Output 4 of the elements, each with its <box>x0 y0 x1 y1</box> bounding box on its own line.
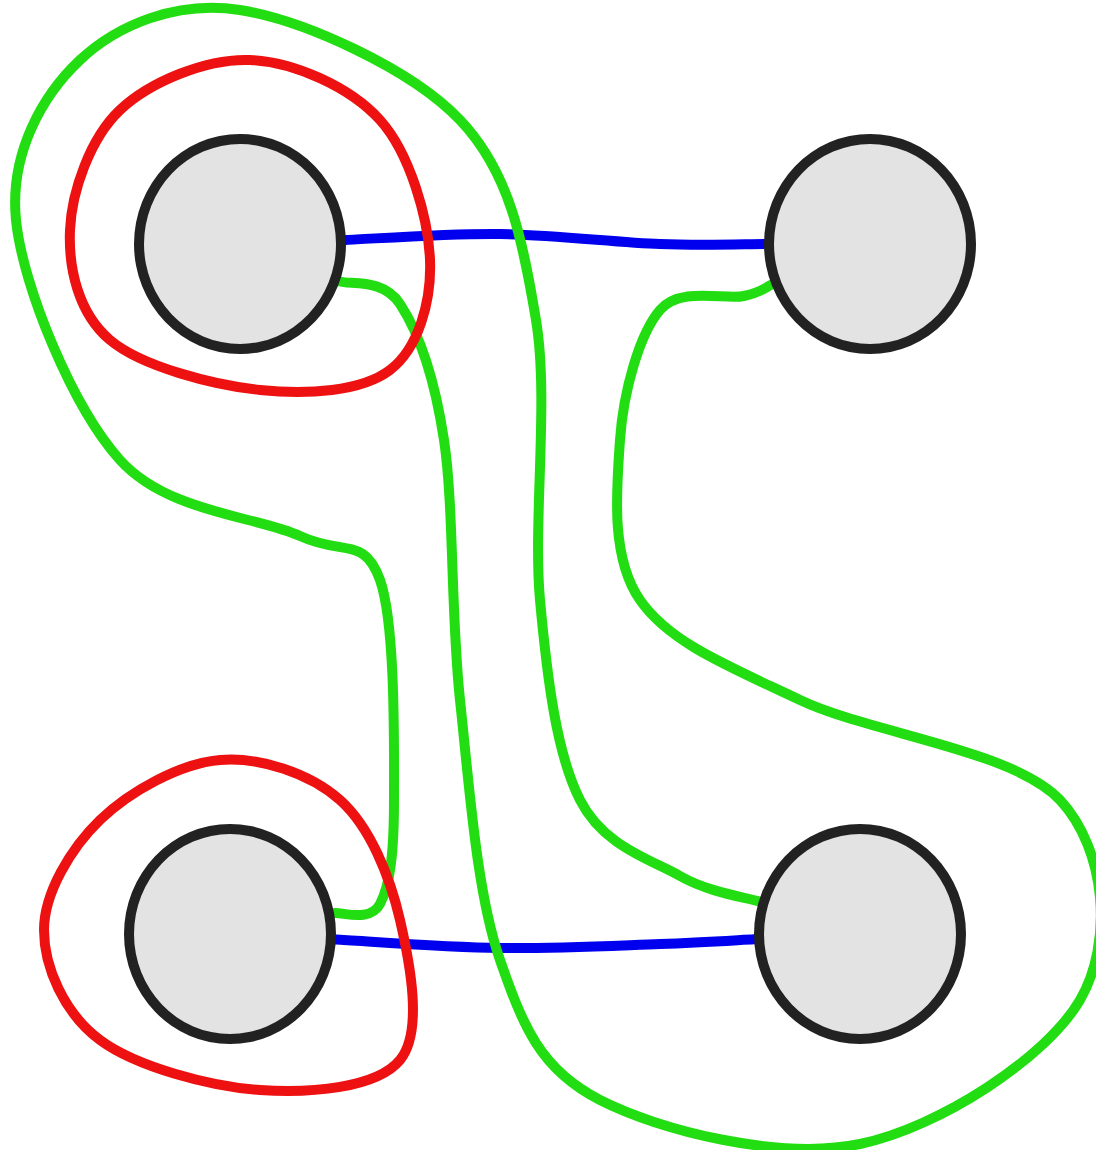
loop-curve <box>64 55 436 398</box>
connector-curve <box>10 2 764 921</box>
loop-curve <box>39 754 418 1096</box>
connector-curve <box>334 276 1096 1150</box>
